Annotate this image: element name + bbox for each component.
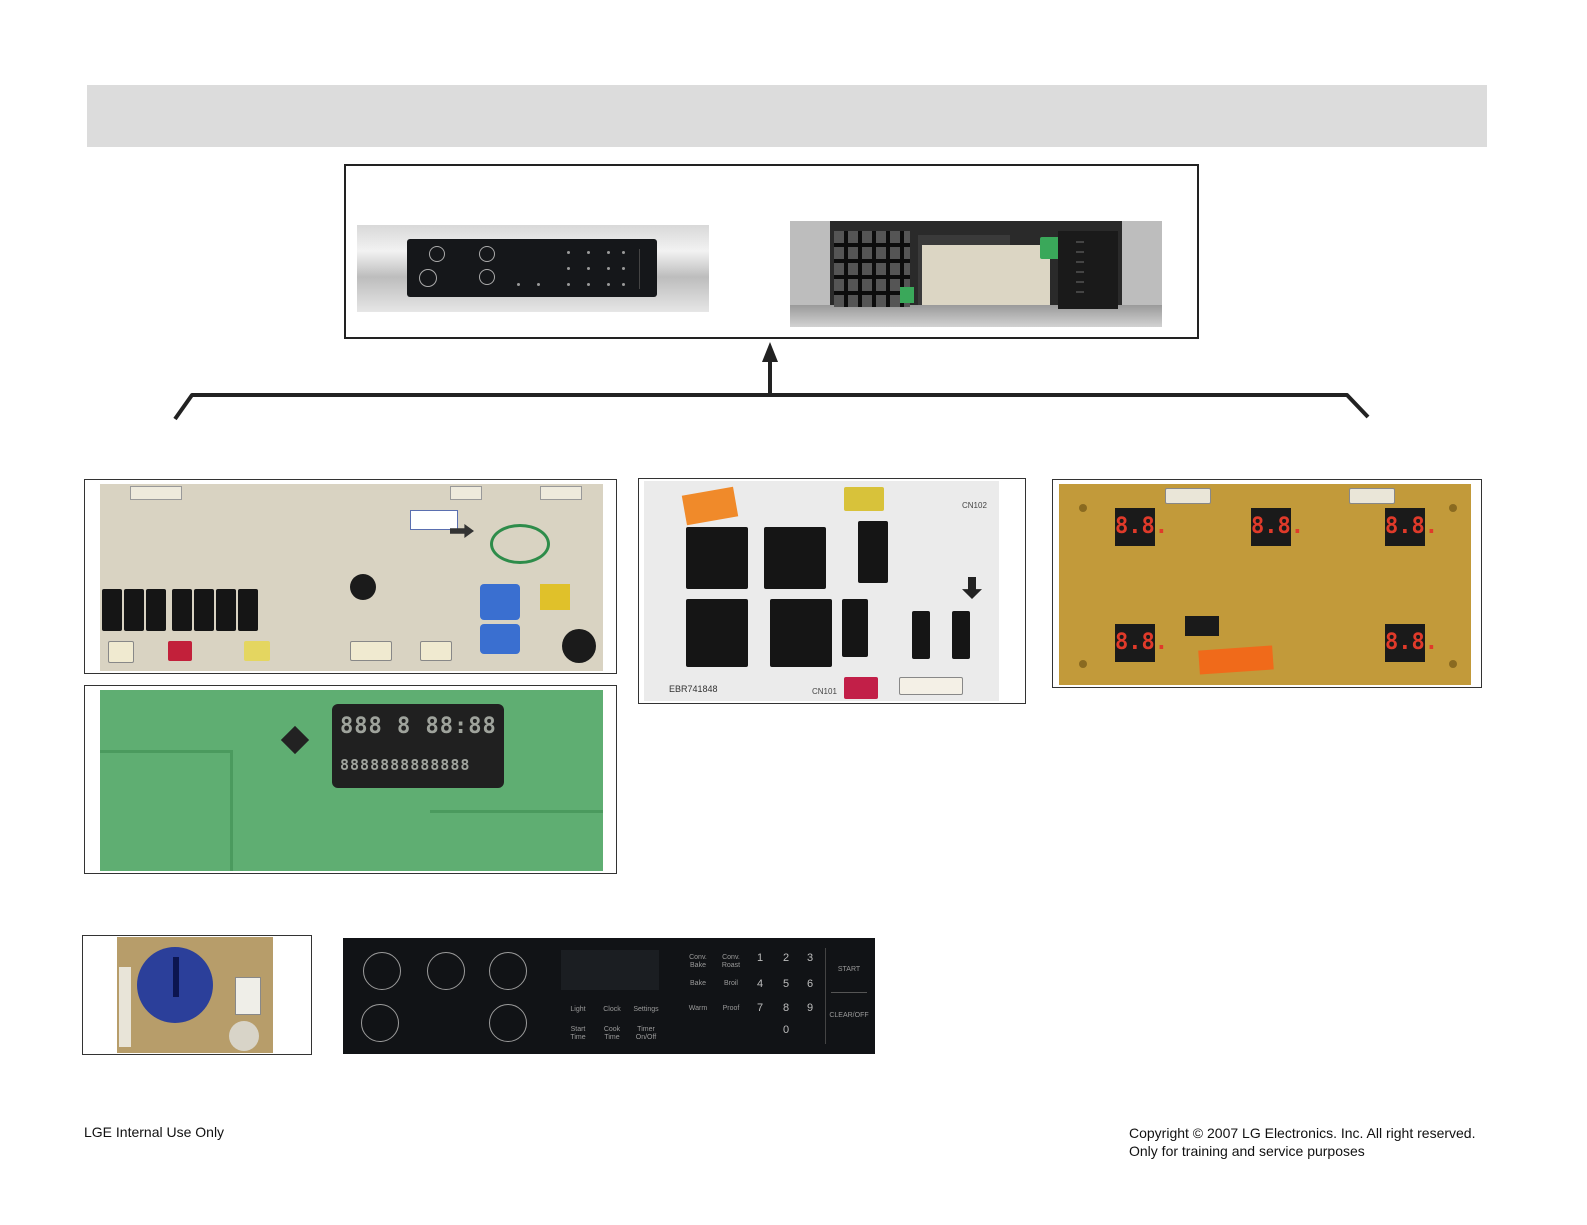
keypad-7[interactable]: 7	[757, 1002, 764, 1014]
display-window	[561, 950, 659, 990]
clock-key[interactable]: Clock	[603, 1006, 621, 1013]
connector-label: CN102	[962, 501, 987, 510]
keypad-3[interactable]: 3	[807, 952, 814, 964]
cook-time-key[interactable]: Cook Time	[603, 1026, 621, 1041]
footer-internal: LGE Internal Use Only	[84, 1124, 225, 1140]
seven-segment-display: 8.8.	[1115, 508, 1168, 546]
warning-sticker	[681, 486, 739, 526]
vent-grille	[834, 231, 910, 307]
conv-bake-key[interactable]: Conv. Bake	[689, 954, 707, 969]
burner-knob-icon	[363, 952, 401, 990]
keypad-0[interactable]: 0	[783, 1024, 790, 1036]
led-pcb-photo: 8.8. 8.8. 8.8. 8.8. 8.8.	[1059, 484, 1471, 685]
vfd-display: 888 8 88:88 8888888888888	[332, 704, 504, 788]
keypad-1[interactable]: 1	[757, 952, 764, 964]
arrow-up-icon	[762, 342, 778, 362]
led-pcb-frame: 8.8. 8.8. 8.8. 8.8. 8.8.	[1052, 479, 1482, 688]
start-key[interactable]: START	[837, 966, 861, 973]
timer-key[interactable]: Timer On/Off	[635, 1026, 657, 1041]
arrow-down-icon	[962, 577, 982, 599]
title-bar	[87, 85, 1487, 147]
seven-segment-display: 8.8.	[1385, 508, 1438, 546]
keypad-4[interactable]: 4	[757, 978, 764, 990]
burner-knob-icon	[419, 269, 437, 287]
keypad-2[interactable]: 2	[783, 952, 790, 964]
vfd-bottom-digits: 8888888888888	[340, 756, 471, 774]
burner-knob-icon	[361, 1004, 399, 1042]
display-pcb-frame: 888 8 88:88 8888888888888	[84, 685, 617, 874]
seven-segment-display: 8.8.	[1115, 624, 1168, 662]
main-pcb	[922, 245, 1050, 305]
keypad-9[interactable]: 9	[807, 1002, 814, 1014]
keypad-8[interactable]: 8	[783, 1002, 790, 1014]
footer-copyright-block: Copyright © 2007 LG Electronics. Inc. Al…	[1129, 1124, 1475, 1160]
control-panel-front-photo	[357, 225, 709, 312]
conv-roast-key[interactable]: Conv. Roast	[721, 954, 741, 969]
light-key[interactable]: Light	[570, 1006, 586, 1013]
glass-touch-panel	[407, 239, 657, 297]
relay-pcb-photo: EBR741848 CN102 CN101	[644, 481, 999, 701]
clear-off-key[interactable]: CLEAR/OFF	[829, 1012, 869, 1019]
main-pcb-frame	[84, 479, 617, 674]
burner-knob-icon	[489, 952, 527, 990]
seven-segment-display: 8.8.	[1385, 624, 1438, 662]
part-number: EBR741848	[669, 684, 718, 694]
display-pcb-photo: 888 8 88:88 8888888888888	[100, 690, 603, 871]
main-pcb-photo	[100, 484, 603, 671]
warm-key[interactable]: Warm	[688, 1005, 708, 1012]
bake-key[interactable]: Bake	[690, 980, 706, 987]
keypad-6[interactable]: 6	[807, 978, 814, 990]
keypad-5[interactable]: 5	[783, 978, 790, 990]
connector-label: CN101	[812, 687, 837, 696]
broil-key[interactable]: Broil	[723, 980, 738, 987]
relay-pcb-frame: EBR741848 CN102 CN101	[638, 478, 1026, 704]
settings-key[interactable]: Settings	[633, 1006, 659, 1013]
start-time-key[interactable]: Start Time	[570, 1026, 586, 1041]
part-sticker	[410, 510, 458, 530]
control-panel-assembly-frame	[344, 164, 1199, 339]
burner-knob-icon	[479, 269, 495, 285]
footer-copyright: Copyright © 2007 LG Electronics. Inc. Al…	[1129, 1125, 1476, 1141]
control-panel-rear-photo	[790, 221, 1162, 327]
encoder-board-photo	[117, 937, 273, 1053]
glass-touch-panel-photo: Light Clock Settings Start Time Cook Tim…	[343, 938, 875, 1054]
burner-knob-icon	[479, 246, 495, 262]
vfd-top-digits: 888 8 88:88	[340, 714, 497, 739]
footer-purpose: Only for training and service purposes	[1129, 1143, 1365, 1159]
burner-knob-icon	[429, 246, 445, 262]
encoder-board-frame	[82, 935, 312, 1055]
burner-knob-icon	[427, 952, 465, 990]
burner-knob-icon	[489, 1004, 527, 1042]
ic-chip	[280, 725, 310, 755]
proof-key[interactable]: Proof	[722, 1005, 740, 1012]
seven-segment-display: 8.8.	[1251, 508, 1304, 546]
warning-sticker	[1198, 645, 1274, 675]
